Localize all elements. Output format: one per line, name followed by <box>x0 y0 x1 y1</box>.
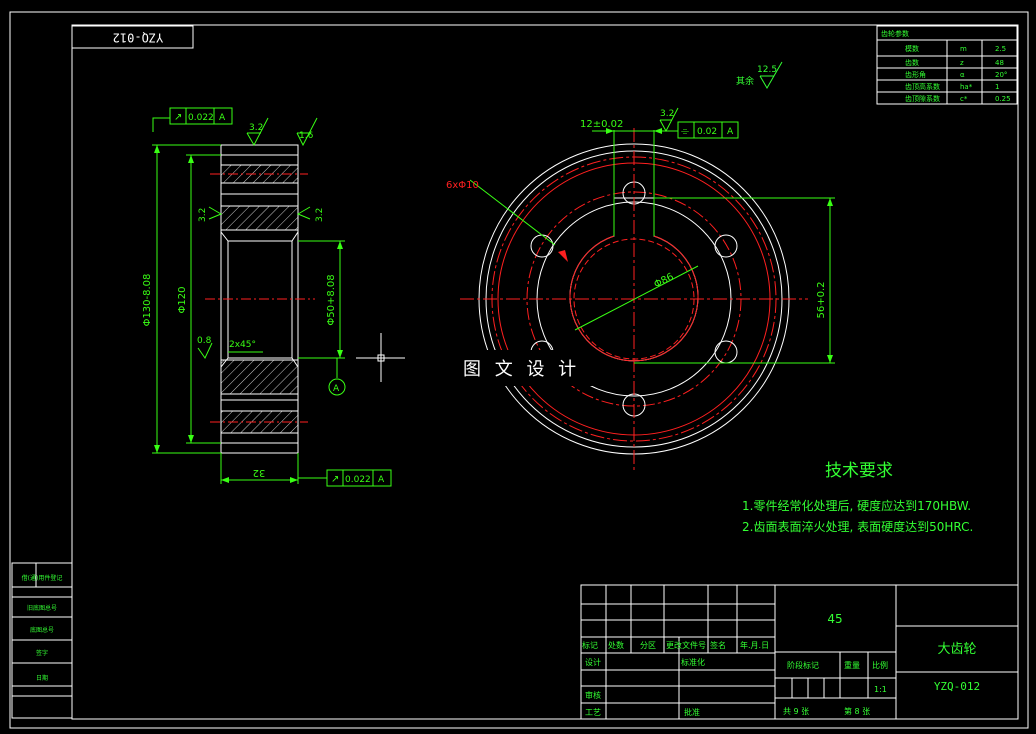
section-view: ↗ 0.022 A ↗ 0.022 A 3.2 1.6 3.2 3.2 0.8 … <box>142 107 392 487</box>
tech-req-item-2: 2.齿面表面淬火处理, 表面硬度达到50HRC. <box>742 519 973 534</box>
front-view: 12±0.02 3.2 ⌯ 0.02 A 6xΦ10 Φ86 56+0.2 <box>446 107 835 470</box>
tb-hdr-sign: 签名 <box>710 640 726 650</box>
key-depth-dim: 56+0.2 <box>816 281 827 318</box>
gear-params-title: 齿轮参数 <box>881 29 909 38</box>
tb-standardize: 标准化 <box>681 657 705 667</box>
tb-scale: 比例 <box>872 660 888 670</box>
rough-side-left: 3.2 <box>198 208 208 222</box>
geo-tol-top: ↗ 0.022 A <box>169 107 233 125</box>
tb-process: 工艺 <box>585 708 601 717</box>
gear-param-val: 20° <box>995 71 1007 79</box>
geo-tol-top-datum: A <box>219 113 226 123</box>
drawing-number-box: YZQ-012 <box>71 25 194 49</box>
rest-roughness-label: 其余 <box>736 75 754 87</box>
gear-param-sym: ha* <box>960 83 973 91</box>
geo-tol-bottom-value: 0.022 <box>345 475 371 485</box>
gear-param-val: 48 <box>995 59 1004 67</box>
geo-tol-bottom-sym: ↗ <box>331 474 339 485</box>
side-block <box>11 562 73 719</box>
geo-tol-top-sym: ↗ <box>174 112 182 123</box>
gear-param-val: 2.5 <box>995 45 1006 53</box>
chamfer-label: 2x45° <box>229 340 256 350</box>
tb-total-sheets: 共 9 张 <box>783 707 809 716</box>
datum-a: A <box>333 384 340 394</box>
sym-tol-datum: A <box>727 127 734 137</box>
side-block-cell: 底图总号 <box>30 626 54 634</box>
tb-sheet-no: 第 8 张 <box>844 706 870 716</box>
side-block-cell: 旧底图总号 <box>27 604 57 612</box>
tb-stage-mark: 阶段标记 <box>787 660 819 670</box>
rough-top-right: 1.6 <box>299 131 314 141</box>
tb-approve: 批准 <box>684 707 700 717</box>
sym-tol-sym: ⌯ <box>681 126 689 137</box>
gear-param-sym: c* <box>960 95 968 103</box>
rest-roughness: 其余 12.5 <box>736 61 783 89</box>
gear-param-name: 齿形角 <box>905 70 926 79</box>
rest-roughness-value: 12.5 <box>757 65 777 75</box>
outer-border <box>9 11 1029 729</box>
tb-hdr-mark: 标记 <box>582 640 598 650</box>
tb-scale-val: 1:1 <box>874 685 887 694</box>
geo-tol-top-value: 0.022 <box>188 113 214 123</box>
dim-outer: Φ130-8.08 <box>142 274 153 327</box>
gear-param-name: 齿数 <box>905 58 919 67</box>
gear-param-sym: z <box>960 59 964 67</box>
gear-params-table: 齿轮参数 模数 m 2.5 齿数 z 48 齿形角 α 20° 齿顶高系数 ha* 1 齿顶隙系数 c* 0… <box>876 25 1018 105</box>
key-width-dim: 12±0.02 <box>580 119 623 130</box>
tb-drawing-no: YZQ-012 <box>934 680 980 693</box>
holes-label: 6xΦ10 <box>446 180 479 191</box>
pcd-label: Φ86 <box>652 272 675 291</box>
sym-tol-value: 0.02 <box>697 127 717 137</box>
tb-design: 设计 <box>585 657 601 667</box>
dim-width: 32 <box>253 467 266 478</box>
watermark: 图 文 设 计 <box>463 359 580 380</box>
geo-tol-bottom-datum: A <box>378 475 385 485</box>
gear-param-val: 1 <box>995 83 999 91</box>
tb-hdr-change: 更改文件号 <box>666 640 706 650</box>
crosshair-cursor-icon <box>356 333 405 382</box>
side-block-cell: 日期 <box>36 674 48 682</box>
tb-hdr-count: 处数 <box>608 640 624 650</box>
rough-chamfer: 0.8 <box>197 336 212 346</box>
side-block-cell: 借(通)用件登记 <box>22 574 63 582</box>
title-block <box>580 584 1019 720</box>
watermark-bg <box>452 350 596 386</box>
dim-root: Φ120 <box>177 287 188 314</box>
dim-bore: Φ50+8.08 <box>326 274 337 325</box>
tb-hdr-date: 年.月.日 <box>740 640 769 650</box>
gear-param-name: 齿顶隙系数 <box>905 94 940 103</box>
tech-req-title: 技术要求 <box>825 461 893 481</box>
inner-border <box>71 24 1019 720</box>
tb-hdr-zone: 分区 <box>640 641 656 650</box>
gear-param-name: 齿顶高系数 <box>905 82 940 91</box>
geo-tol-bottom: ↗ 0.022 A <box>326 469 392 487</box>
rough-side-right: 3.2 <box>315 208 325 222</box>
gear-param-val: 0.25 <box>995 95 1011 103</box>
side-block-cell: 签字 <box>36 649 48 657</box>
drawing-number-rotated: YZQ-012 <box>113 31 164 45</box>
tb-weight: 重量 <box>844 660 860 670</box>
tb-review: 审核 <box>585 690 601 700</box>
tb-part-name: 大齿轮 <box>937 642 976 657</box>
rough-key: 3.2 <box>660 109 674 119</box>
gear-param-name: 模数 <box>905 44 919 53</box>
rough-top-left: 3.2 <box>249 123 263 133</box>
tb-material: 45 <box>827 612 842 626</box>
sym-tol-box: ⌯ 0.02 A <box>677 121 739 139</box>
gear-param-sym: m <box>960 45 967 53</box>
tech-req-item-1: 1.零件经常化处理后, 硬度应达到170HBW. <box>742 498 971 513</box>
gear-param-sym: α <box>960 71 965 79</box>
